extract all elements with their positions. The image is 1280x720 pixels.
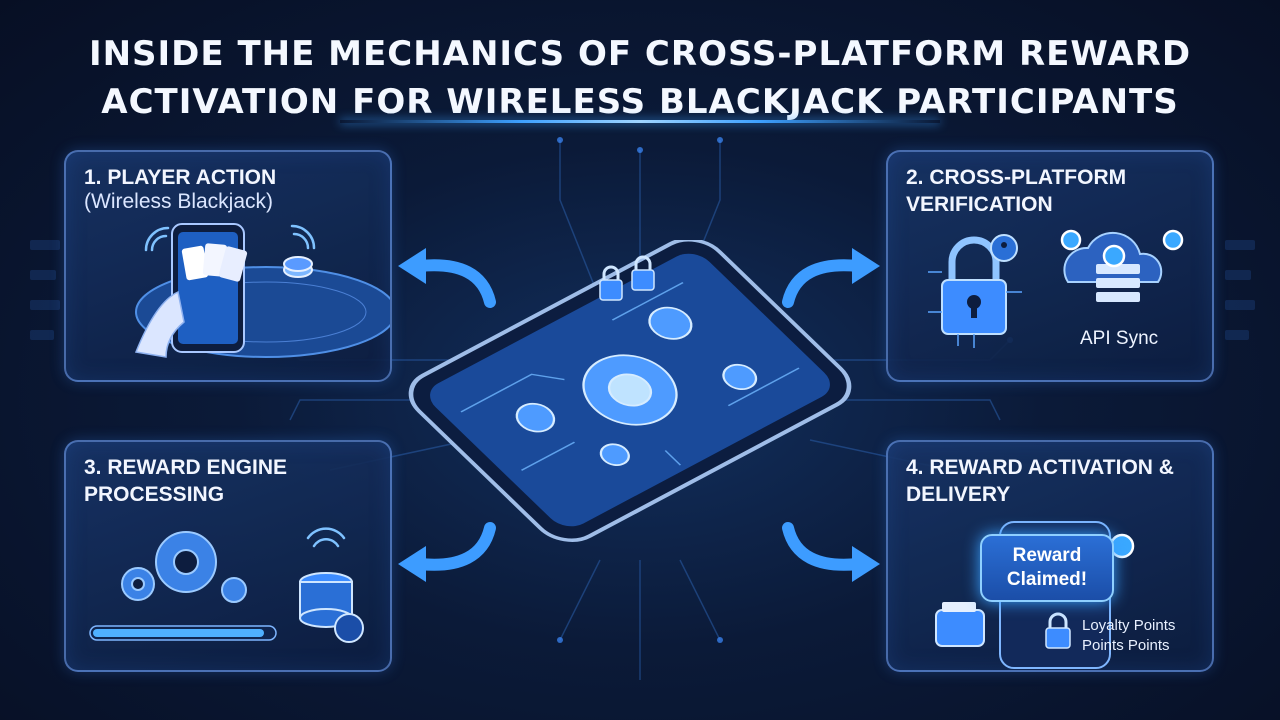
panel-title: 4. REWARD ACTIVATION & DELIVERY (906, 456, 1174, 506)
gear-icon (515, 306, 758, 466)
check-icon (1109, 533, 1135, 559)
panel-title: 3. REWARD ENGINE PROCESSING (84, 456, 288, 506)
verification-illustration (928, 229, 1184, 348)
hand-icon (134, 290, 185, 358)
panel-player-action: 1. PLAYER ACTION (Wireless Blackjack) (64, 150, 392, 382)
wifi-icon (144, 224, 316, 252)
api-sync-label: API Sync (1080, 328, 1159, 349)
player-action-illustration (134, 223, 390, 358)
arrow-left-bottom (398, 522, 496, 582)
loyalty-line-2: Points Points (1082, 637, 1170, 654)
arrow-right-top (782, 248, 880, 308)
loyalty-line-1: Loyalty Points (1082, 617, 1176, 634)
database-icon (299, 572, 364, 643)
smartphone-icon (171, 223, 245, 353)
central-smartphone-illustration (408, 240, 852, 542)
progress-fill (93, 629, 264, 637)
badge-line-2: Claimed! (1006, 569, 1088, 590)
engine-illustration (89, 527, 364, 643)
title-divider (340, 120, 940, 123)
title-line-1: INSIDE THE MECHANICS OF CROSS-PLATFORM R… (88, 34, 1192, 74)
arrow-right-bottom (782, 522, 880, 582)
small-padlock-icon (990, 234, 1018, 262)
reward-claimed-badge: Reward Claimed! (980, 534, 1114, 602)
poker-chip-icon (283, 256, 313, 278)
gear-icon (121, 531, 247, 603)
panel-subtitle: (Wireless Blackjack) (84, 190, 274, 213)
padlock-icon (599, 269, 655, 301)
panel-title: 2. CROSS-PLATFORM VERIFICATION (906, 166, 1127, 216)
panel-reward-engine-processing: 3. REWARD ENGINE PROCESSING (64, 440, 392, 672)
wallet-icon (935, 602, 985, 647)
check-icon (1060, 229, 1184, 268)
wifi-icon (306, 527, 346, 548)
badge-line-1: Reward (1012, 545, 1082, 566)
padlock-icon (1045, 612, 1071, 649)
playing-cards-icon (181, 243, 248, 282)
loyalty-points-label: Loyalty Points Points Points (1082, 616, 1175, 656)
panel-title: 1. PLAYER ACTION (84, 166, 277, 189)
panel-reward-activation: 4. REWARD ACTIVATION & DELIVERY Reward C… (886, 440, 1214, 672)
panel-cross-platform-verification: 2. CROSS-PLATFORM VERIFICATION API Sync (886, 150, 1214, 382)
page-title: INSIDE THE MECHANICS OF CROSS-PLATFORM R… (40, 30, 1240, 126)
arrow-left-top (398, 248, 496, 308)
title-line-2: ACTIVATION FOR WIRELESS BLACKJACK PARTIC… (101, 82, 1179, 122)
